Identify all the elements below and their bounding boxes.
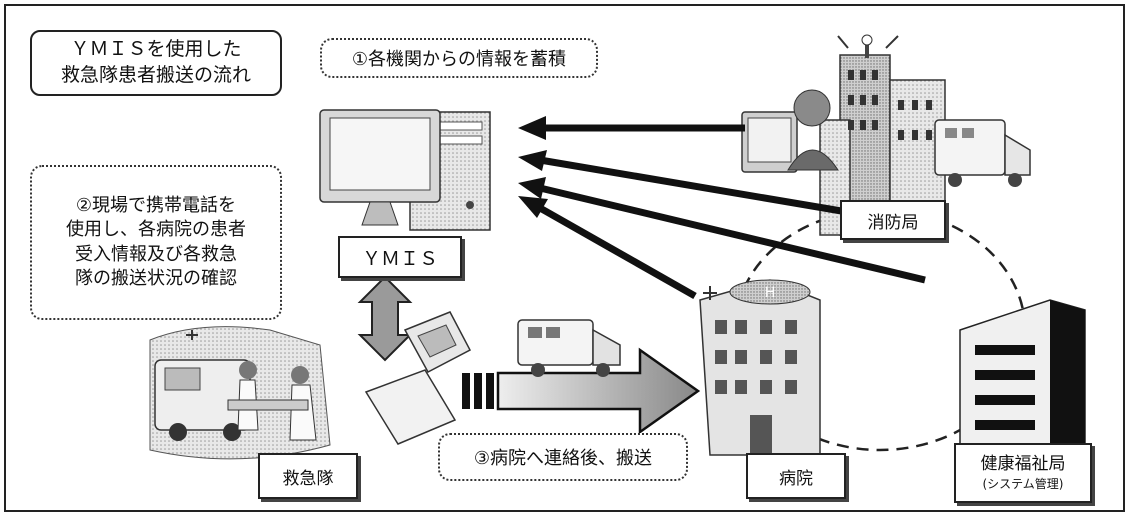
title-box: ＹＭＩＳを使用した 救急隊患者搬送の流れ (30, 30, 282, 96)
health-welfare-label-text: 健康福祉局 (980, 454, 1066, 475)
step-2-line-1: ②現場で携帯電話を (75, 194, 237, 216)
step-3-box: ③病院へ連絡後、搬送 (438, 433, 688, 481)
rescue-scene-icon (149, 326, 331, 460)
ambulance-icon (517, 319, 621, 377)
information-arrows (538, 124, 926, 300)
step-2-box: ②現場で携帯電話を 使用し、各病院の患者 受入情報及び各救急 隊の搬送状況の確認 (30, 165, 282, 320)
office-building-icon (959, 299, 1086, 491)
two-way-arrow (357, 275, 413, 362)
computer-icon (319, 109, 491, 231)
hospital-label-text: 病院 (779, 468, 813, 489)
hospital-building-icon: H (699, 279, 821, 456)
title-line-2: 救急隊患者搬送の流れ (60, 64, 251, 86)
step-2-line-3: 受入情報及び各救急 (75, 243, 237, 265)
title-line-1: ＹＭＩＳを使用した (70, 38, 242, 61)
mobile-phone-icon (364, 311, 472, 445)
ambulance-team-label: 救急隊 (258, 453, 358, 499)
health-welfare-sublabel: (システム管理) (982, 477, 1064, 492)
operator-icon (741, 89, 839, 173)
step-1-text: ①各機関からの情報を蓄積 (351, 49, 567, 70)
step-2-line-4: 隊の搬送状況の確認 (75, 267, 237, 289)
svg-text:H: H (765, 285, 776, 301)
hospital-label: 病院 (746, 453, 846, 499)
fire-ambulance-icon (934, 119, 1031, 187)
health-welfare-label: 健康福祉局 (システム管理) (954, 443, 1092, 503)
fire-department-label-text: 消防局 (867, 212, 919, 233)
information-arrowheads (518, 116, 548, 218)
diagram-frame (4, 4, 1125, 512)
ymis-label: ＹＭＩＳ (338, 236, 462, 278)
ymis-label-text: ＹＭＩＳ (361, 247, 438, 270)
transport-arrow (462, 347, 701, 435)
step-1-box: ①各機関からの情報を蓄積 (320, 38, 598, 78)
step-3-text: ③病院へ連絡後、搬送 (473, 448, 653, 469)
step-2-line-2: 使用し、各病院の患者 (66, 219, 246, 241)
fire-department-label: 消防局 (840, 200, 946, 240)
ambulance-team-label-text: 救急隊 (282, 468, 334, 489)
